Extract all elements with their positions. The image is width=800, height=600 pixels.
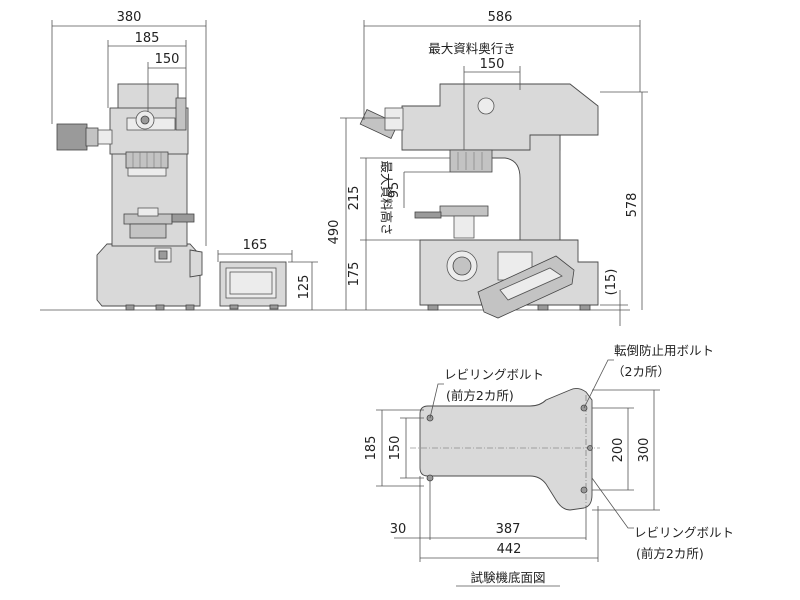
label-leveling-bolt-2: レビリングボルト — [634, 525, 734, 540]
front-base — [96, 243, 201, 307]
dim-175: 175 — [347, 262, 362, 287]
dim-215: 215 — [347, 186, 362, 211]
anti-tip-hole-2 — [580, 486, 588, 494]
dim-150-side: 150 — [480, 57, 505, 72]
dim-125: 125 — [297, 275, 312, 300]
side-stage-micrometer[interactable] — [414, 211, 442, 219]
dim-380: 380 — [117, 10, 142, 25]
side-head-knob — [477, 97, 495, 115]
dim-165: 165 — [243, 238, 268, 253]
front-dims: 380 185 150 165 125 — [51, 10, 318, 310]
dim-base-300: 300 — [637, 438, 652, 463]
side-turret — [449, 149, 493, 173]
side-eyepiece — [359, 109, 399, 139]
side-view — [359, 83, 599, 319]
side-eyepiece-base — [384, 107, 404, 131]
side-head — [401, 83, 599, 151]
base-dims: 185 150 200 300 30 387 442 試験機底面図 — [364, 389, 660, 587]
label-anti-tip-bolt: 転倒防止用ボルト — [614, 343, 714, 358]
callouts: 転倒防止用ボルト （2カ所） レビリングボルト (前方2カ所) レビリングボルト… — [429, 343, 734, 561]
front-view — [56, 83, 203, 311]
dim-base-150: 150 — [388, 436, 403, 461]
dim-586: 586 — [488, 10, 513, 25]
label-leveling-bolt-2-note: (前方2カ所) — [636, 546, 704, 561]
base-outline — [419, 387, 593, 511]
side-stage — [439, 205, 489, 217]
dim-base-442: 442 — [497, 542, 522, 557]
label-leveling-bolt-1-note: (前方2カ所) — [446, 388, 514, 403]
dim-578: 578 — [625, 193, 640, 218]
label-anti-tip-count: （2カ所） — [612, 364, 670, 379]
dim-base-30: 30 — [390, 522, 407, 537]
dim-185: 185 — [135, 31, 160, 46]
front-camera-tube — [56, 123, 88, 151]
dim-490: 490 — [327, 220, 342, 245]
base-view-caption: 試験機底面図 — [470, 570, 545, 585]
base-view — [410, 387, 600, 511]
front-side-knob — [189, 249, 203, 278]
label-max-depth: 最大資料奥行き — [428, 41, 516, 56]
dim-base-200: 200 — [611, 438, 626, 463]
label-leveling-bolt-1: レビリングボルト — [444, 367, 544, 382]
controller-unit — [219, 261, 287, 310]
label-max-height: 最大資料高さ — [379, 160, 394, 235]
dim-15: (15) — [604, 269, 619, 296]
dim-base-185: 185 — [364, 436, 379, 461]
dim-150-front: 150 — [155, 52, 180, 67]
dim-95: 95 — [387, 182, 402, 199]
side-dims: 586 最大資料奥行き 150 578 (15) 490 215 95 最大資料… — [327, 10, 648, 326]
front-turret-side — [175, 97, 187, 131]
front-stage-micrometer[interactable] — [171, 213, 195, 223]
dim-base-387: 387 — [496, 522, 521, 537]
